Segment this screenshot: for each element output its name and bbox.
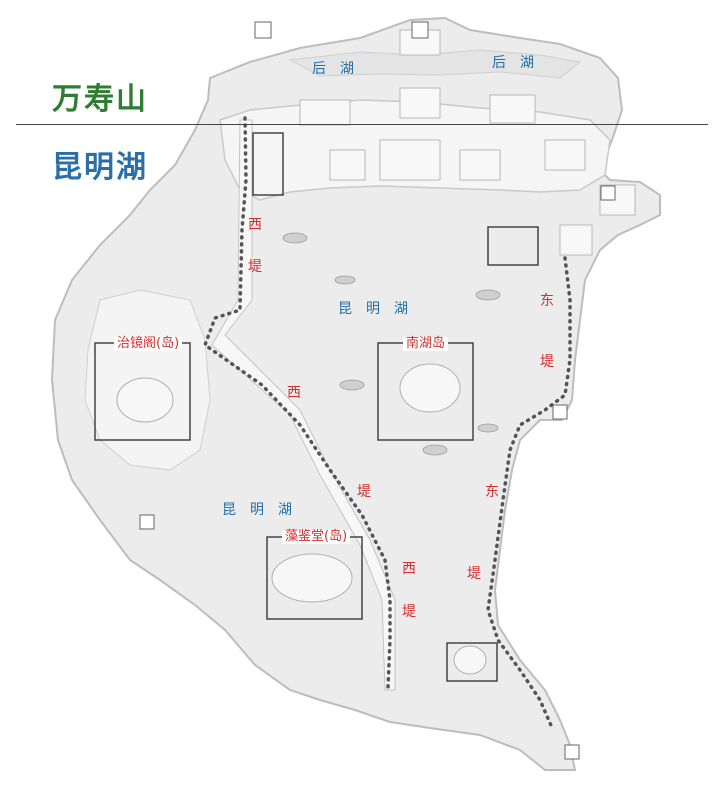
island-nanhu	[399, 363, 461, 413]
west-causeway-land	[211, 119, 396, 691]
lake-area	[50, 16, 661, 771]
label-dongti-a-1: 东	[540, 293, 554, 309]
label-xiti-c-2: 堤	[402, 604, 416, 620]
box-yuquan	[487, 226, 539, 266]
label-dongti-b-2: 堤	[467, 566, 481, 582]
label-houhu-east: 后 湖	[492, 55, 534, 71]
label-zaojiantang: 藻鉴堂(岛)	[282, 530, 351, 544]
box-xiti-north	[252, 132, 284, 196]
region-label-wanshoushan: 万寿山	[52, 82, 148, 117]
label-kunminghu-west: 昆 明 湖	[222, 502, 292, 518]
label-xiti-a-1: 西	[248, 217, 262, 233]
label-xiti-a-2: 堤	[248, 259, 262, 275]
box-south-pavilion	[446, 642, 498, 682]
label-dongti-a-2: 堤	[540, 354, 554, 370]
west-causeway-path	[202, 116, 392, 690]
label-nanhudao: 南湖岛	[403, 337, 449, 351]
label-xiti-c-1: 西	[402, 561, 416, 577]
label-zhijingge: 治镜阁(岛)	[114, 337, 183, 351]
east-causeway-path	[486, 256, 572, 732]
gate-markers	[139, 21, 616, 760]
region-divider	[16, 124, 708, 125]
island-zaojiantang	[271, 553, 353, 603]
pavilion-south	[453, 645, 487, 675]
label-xiti-b-2: 堤	[357, 484, 371, 500]
label-houhu-west: 后 湖	[312, 61, 354, 77]
region-label-kunminghu: 昆明湖	[52, 150, 148, 185]
label-kunminghu-center: 昆 明 湖	[338, 301, 408, 317]
hill-buildings	[299, 29, 636, 256]
label-xiti-b-1: 西	[287, 385, 301, 401]
boats	[282, 232, 501, 456]
island-zhijingge	[116, 377, 174, 423]
label-dongti-b-1: 东	[485, 484, 499, 500]
